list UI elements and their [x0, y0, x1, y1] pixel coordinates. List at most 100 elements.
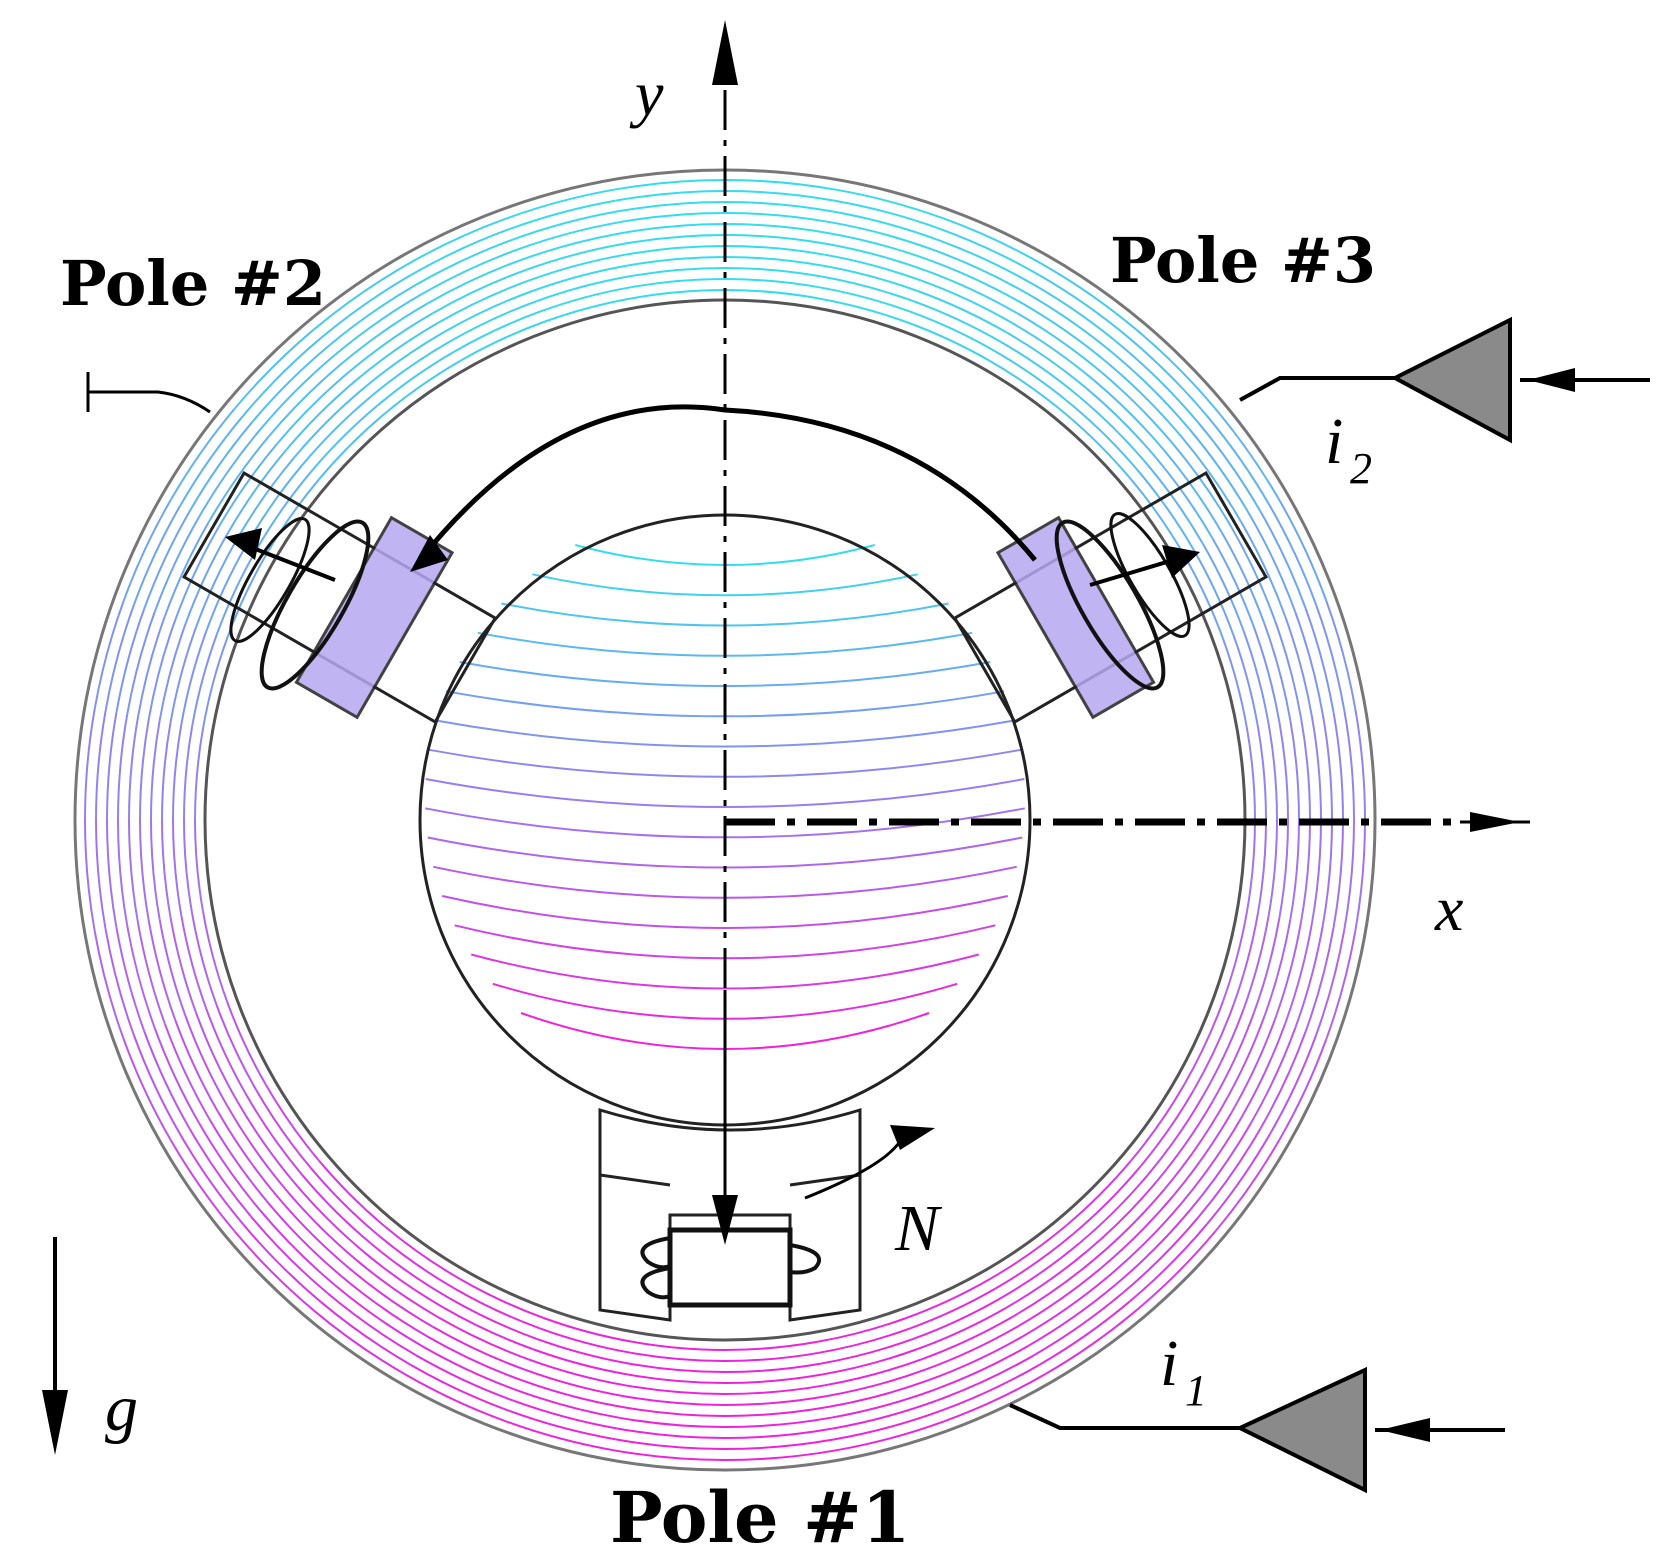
yoke-flux-line — [217, 443, 278, 529]
yoke-flux-line — [443, 290, 533, 334]
yoke-flux-line — [215, 1004, 258, 1092]
yoke-flux-line — [320, 274, 412, 339]
yoke-flux-line — [93, 600, 125, 710]
yoke-flux-line — [355, 1258, 439, 1318]
yoke-flux-line — [188, 422, 253, 512]
yoke-flux-line — [1114, 354, 1191, 431]
yoke-flux-line — [137, 615, 166, 717]
yoke-flux-line — [95, 819, 107, 930]
yoke-flux-line — [1027, 1284, 1116, 1347]
rotor-flux-line — [441, 895, 1009, 929]
yoke-flux-line — [147, 921, 177, 1021]
yoke-flux-line — [1232, 913, 1259, 1006]
yoke-flux-line — [513, 1399, 618, 1430]
yoke-flux-line — [517, 1389, 620, 1419]
yoke-flux-line — [1332, 712, 1344, 821]
yoke-flux-line — [122, 499, 172, 602]
turns-leader-arrowhead — [890, 1125, 935, 1150]
pole-3-label: Pole #3 — [1110, 224, 1376, 297]
yoke-flux-line — [126, 612, 156, 715]
yoke-flux-line — [158, 919, 187, 1017]
yoke-flux-line — [623, 234, 726, 245]
yoke-flux-line — [147, 619, 177, 719]
yoke-flux-line — [259, 1209, 336, 1286]
yoke-flux-line — [426, 258, 522, 305]
yoke-flux-line — [1242, 915, 1270, 1010]
yoke-flux-line — [259, 354, 336, 431]
yoke-flux-line — [535, 1337, 630, 1365]
rotor-flux-line — [425, 778, 1025, 808]
yoke-flux-line — [1189, 1122, 1252, 1211]
yoke-flux-line — [158, 623, 187, 721]
yoke-flux-line — [149, 819, 161, 920]
yoke-flux-line — [169, 1139, 236, 1233]
yoke-flux-line — [202, 638, 228, 729]
yoke-flux-line — [1300, 718, 1311, 821]
x-axis — [725, 812, 1530, 832]
yoke-flux-line — [191, 913, 218, 1006]
yoke-flux-line — [1044, 1309, 1138, 1376]
yoke-flux-line — [939, 1363, 1041, 1413]
yoke-flux-line — [169, 627, 197, 723]
yoke-flux-line — [320, 1301, 412, 1366]
yoke-flux-line — [1249, 1027, 1297, 1124]
yoke-flux-line — [1011, 1258, 1095, 1318]
yoke-flux-line — [928, 258, 1024, 305]
yoke-flux-line — [348, 1267, 434, 1328]
yoke-flux-line — [309, 1167, 378, 1236]
yoke-flux-line — [924, 269, 1019, 315]
yoke-flux-line — [724, 1427, 833, 1439]
yoke-flux-line — [267, 1202, 343, 1278]
yoke-flux-line — [139, 718, 150, 821]
yoke-flux-line — [1304, 608, 1335, 713]
yoke-flux-line — [913, 1297, 1002, 1340]
yoke-flux-line — [632, 289, 726, 300]
yoke-flux-line — [132, 504, 182, 606]
yoke-flux-line — [528, 253, 626, 282]
yoke-flux-line — [724, 277, 820, 289]
yoke-flux-line — [517, 221, 620, 251]
yoke-flux-line — [448, 300, 537, 343]
yoke-flux-line — [724, 244, 825, 256]
yoke-flux-line — [1253, 627, 1281, 723]
yoke-flux-line — [1011, 322, 1095, 382]
yoke-flux-line — [1222, 638, 1248, 729]
yoke-flux-line — [265, 1084, 320, 1162]
yoke-flux-line — [1211, 538, 1255, 628]
yoke-flux-line — [724, 1416, 831, 1429]
yoke-flux-line — [1128, 1223, 1208, 1303]
yoke-flux-line — [1065, 413, 1132, 480]
yoke-flux-line — [1222, 911, 1248, 1002]
gravity-label: g — [105, 1372, 138, 1445]
yoke-flux-line — [106, 712, 118, 821]
yoke-flux-line — [724, 1384, 825, 1396]
yoke-flux-line — [1300, 819, 1311, 922]
yoke-flux-line — [1100, 1195, 1174, 1269]
yoke-flux-line — [188, 1128, 253, 1218]
yoke-flux-line — [182, 725, 194, 821]
yoke-flux-line — [724, 256, 823, 267]
yoke-flux-line — [509, 1410, 616, 1441]
yoke-flux-line — [226, 1000, 267, 1086]
yoke-flux-line — [459, 321, 545, 362]
yoke-flux-line — [621, 223, 726, 235]
yoke-flux-line — [1263, 919, 1292, 1017]
yoke-flux-line — [431, 1325, 526, 1371]
yoke-flux-line — [917, 1306, 1007, 1350]
yoke-flux-line — [233, 1230, 315, 1312]
yoke-flux-line — [509, 199, 616, 230]
x-axis-label: x — [1434, 873, 1463, 944]
yoke-flux-line — [116, 819, 129, 926]
yoke-flux-line — [835, 1420, 945, 1452]
yoke-flux-line — [376, 1233, 456, 1290]
yoke-flux-line — [448, 1297, 537, 1340]
yoke-flux-line — [95, 710, 107, 821]
yoke-flux-line — [236, 1100, 295, 1183]
yoke-flux-line — [905, 321, 991, 362]
yoke-flux-line — [1072, 1167, 1141, 1236]
yoke-flux-line — [301, 396, 371, 466]
yoke-flux-line — [924, 1325, 1019, 1371]
yoke-flux-line — [404, 217, 507, 267]
yoke-flux-line — [913, 300, 1002, 343]
yoke-flux-line — [724, 211, 831, 224]
